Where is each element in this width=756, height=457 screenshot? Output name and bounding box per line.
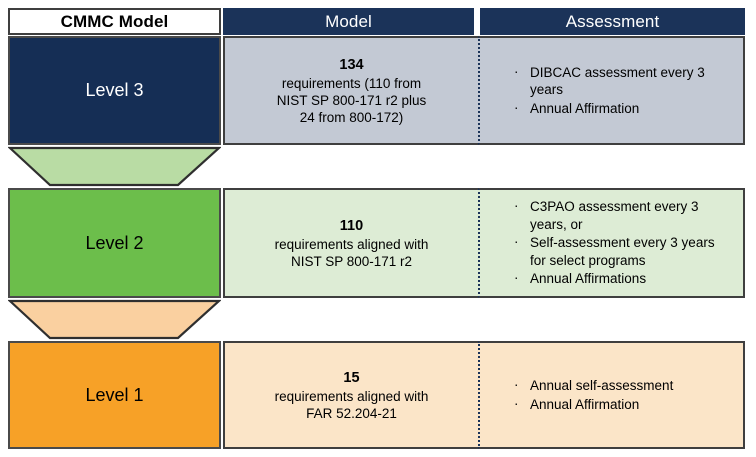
assessment-bullet-text: Annual Affirmation: [530, 100, 640, 116]
assessment-bullet: · C3PAO assessment every 3 years, or: [514, 198, 733, 233]
model-description-level-2: requirements aligned with NIST SP 800-17…: [274, 236, 429, 269]
bullet-dot-icon: ·: [514, 198, 519, 214]
assessment-cell-level-1: · Annual self-assessment · Annual Affirm…: [478, 341, 745, 449]
level-cell-2: Level 2: [8, 188, 221, 298]
level-cell-3: Level 3: [8, 36, 221, 145]
level-cell-1: Level 1: [8, 341, 221, 449]
bullet-dot-icon: ·: [514, 395, 519, 411]
model-count-level-2: 110: [339, 217, 364, 234]
model-cell-level-1: 15 requirements aligned with FAR 52.204-…: [223, 341, 478, 449]
green-parallelogram-icon: [7, 146, 222, 187]
assessment-cell-level-2: · C3PAO assessment every 3 years, or · S…: [478, 188, 745, 298]
assessment-bullet-text: Self-assessment every 3 years for select…: [530, 235, 715, 268]
bullet-dot-icon: ·: [514, 99, 519, 115]
orange-parallelogram-icon: [7, 299, 222, 340]
header-model: Model: [223, 8, 474, 35]
assessment-bullet: · Annual Affirmation: [514, 100, 733, 118]
model-count-level-3: 134: [339, 56, 364, 73]
assessment-bullet: · Annual Affirmations: [514, 270, 733, 288]
assessment-bullet-text: C3PAO assessment every 3 years, or: [530, 199, 699, 232]
model-description-level-1: requirements aligned with FAR 52.204-21: [274, 388, 429, 421]
assessment-cell-level-3: · DIBCAC assessment every 3 years · Annu…: [478, 36, 745, 145]
assessment-bullet-text: DIBCAC assessment every 3 years: [530, 64, 705, 98]
assessment-bullet-text: Annual self-assessment: [530, 378, 674, 393]
header-assessment: Assessment: [480, 8, 745, 35]
connector-level2-to-level1: [7, 299, 222, 340]
assessment-bullet-text: Annual Affirmations: [530, 271, 647, 287]
model-cell-level-2: 110 requirements aligned with NIST SP 80…: [223, 188, 478, 298]
row-gap-lower: [223, 298, 745, 341]
assessment-bullet: · Self-assessment every 3 years for sele…: [514, 234, 733, 269]
assessment-bullet: · Annual Affirmation: [514, 396, 733, 414]
connector-level3-to-level2: [7, 146, 222, 187]
bullet-dot-icon: ·: [514, 377, 519, 392]
model-count-level-1: 15: [343, 369, 360, 386]
assessment-bullet: · DIBCAC assessment every 3 years: [514, 64, 733, 99]
assessment-bullet: · Annual self-assessment: [514, 377, 733, 395]
model-description-level-3: requirements (110 from NIST SP 800-171 r…: [276, 75, 427, 125]
bullet-dot-icon: ·: [514, 63, 519, 79]
row-gap-upper: [223, 145, 745, 188]
model-cell-level-3: 134 requirements (110 from NIST SP 800-1…: [223, 36, 478, 145]
header-cmmc-model: CMMC Model: [8, 8, 221, 35]
bullet-dot-icon: ·: [514, 234, 519, 250]
assessment-bullet-text: Annual Affirmation: [530, 396, 640, 412]
bullet-dot-icon: ·: [514, 270, 519, 286]
